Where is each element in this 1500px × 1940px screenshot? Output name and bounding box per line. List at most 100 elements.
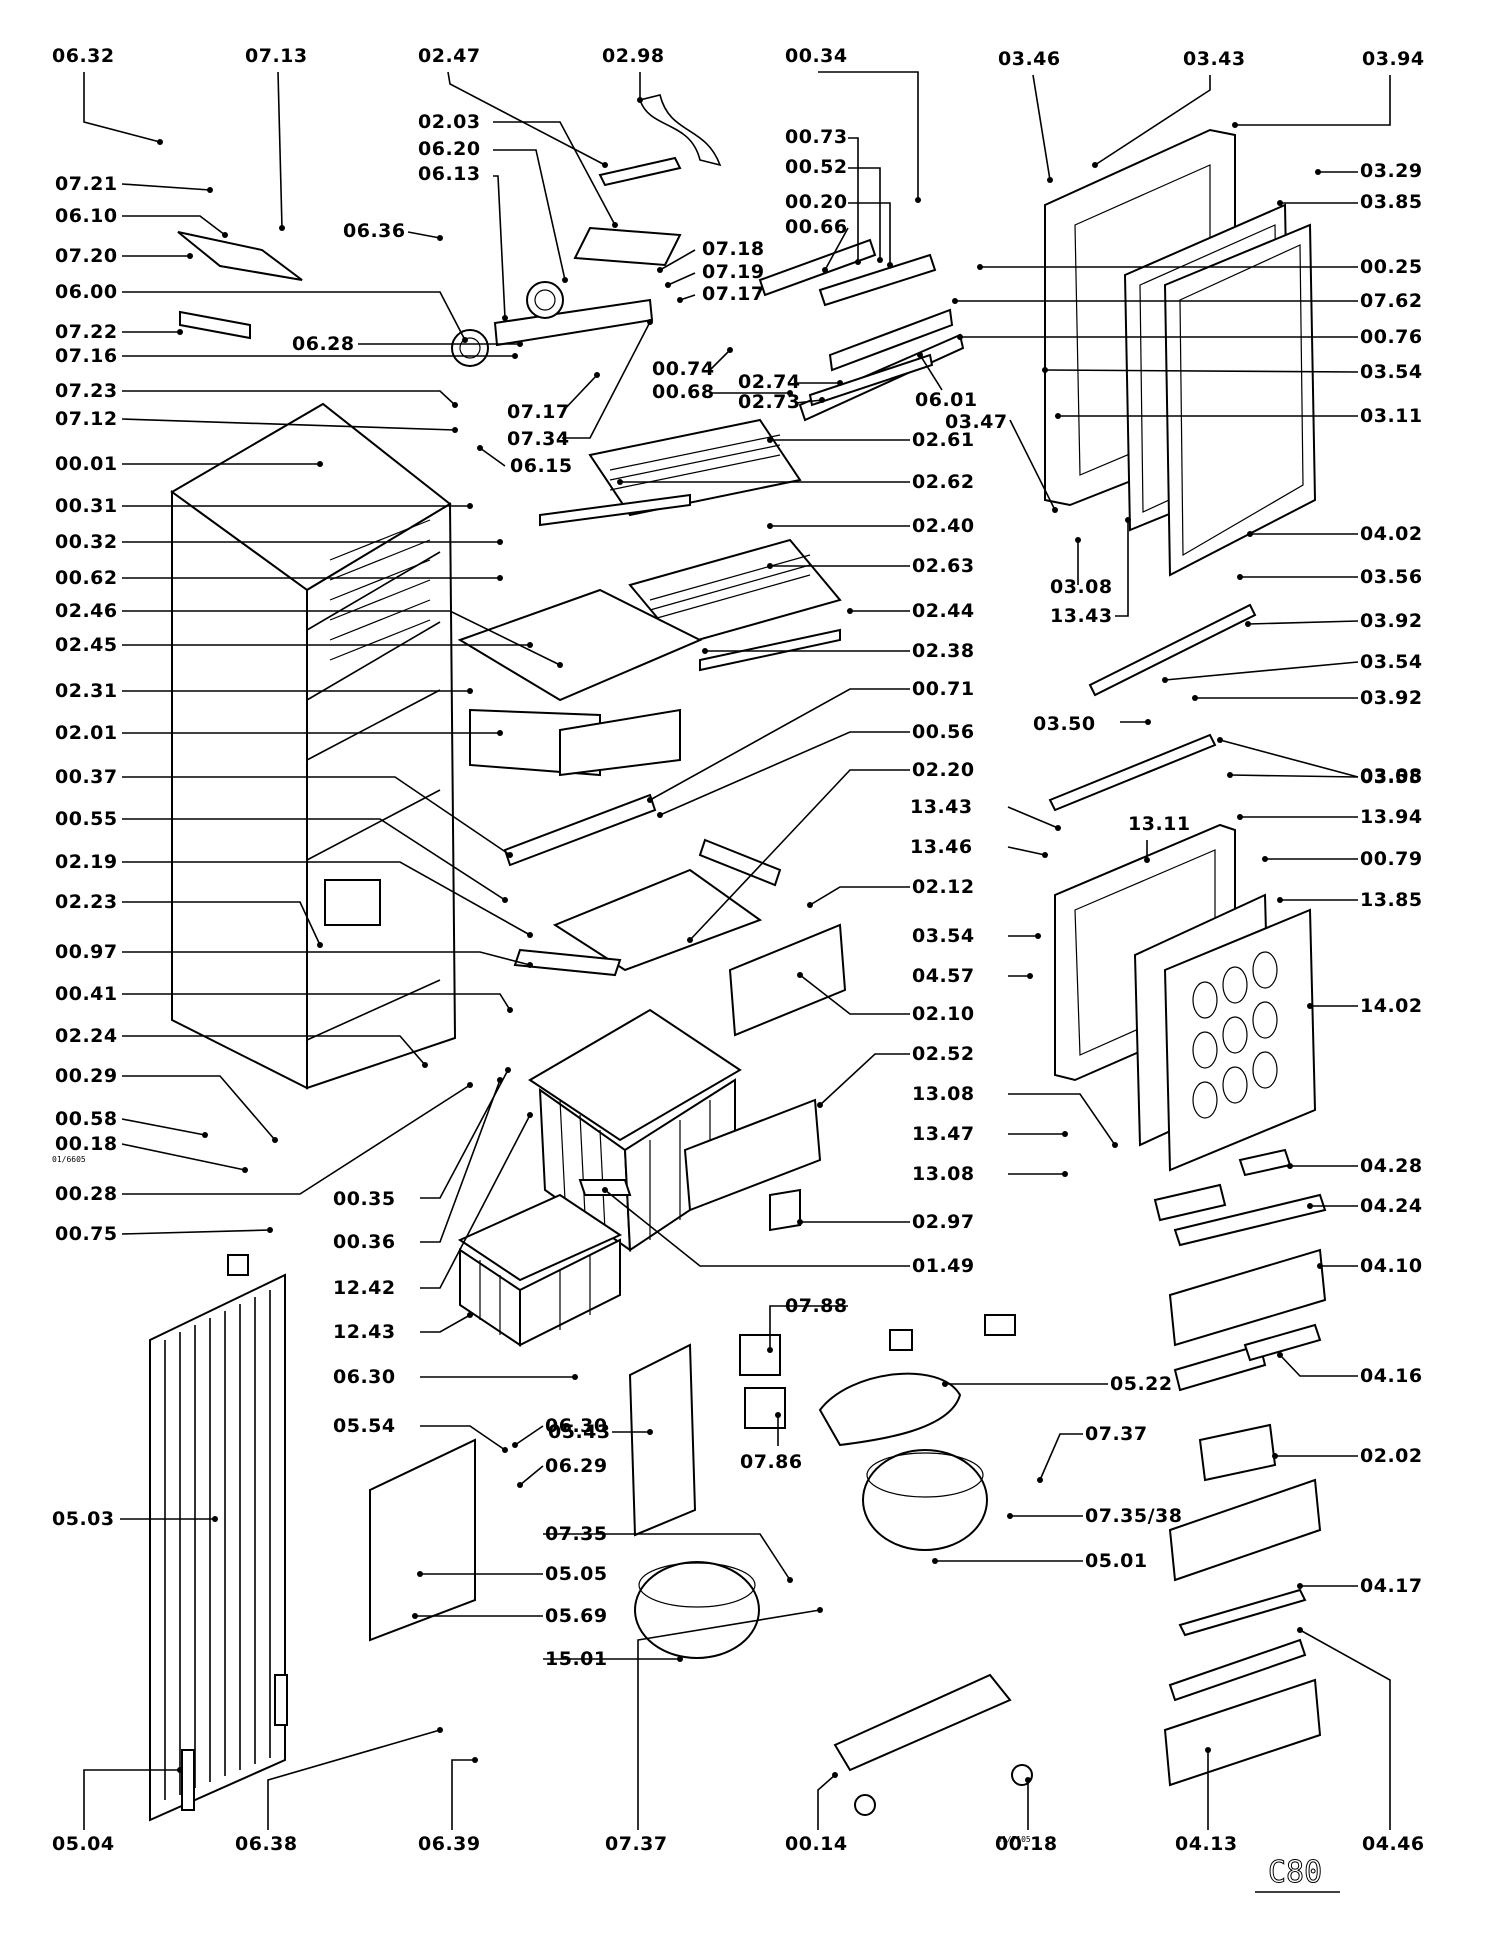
leader-dot (467, 503, 473, 509)
callout-label: 07.37 (605, 1833, 668, 1855)
leader-line (420, 1079, 501, 1243)
leader-dot (212, 1516, 218, 1522)
part-drawings (149, 94, 1327, 1822)
leader-dot (775, 1412, 781, 1418)
leader-dot (1237, 574, 1243, 580)
leader-dot (557, 662, 563, 668)
callout-label: 03.08 (1050, 576, 1113, 598)
leader-dot (1025, 1777, 1031, 1783)
callout-label: 05.03 (52, 1508, 115, 1530)
compressors (369, 1314, 1033, 1816)
leader-dot (157, 139, 163, 145)
callout-label: 02.02 (1360, 1445, 1423, 1467)
callout-label: 00.35 (333, 1188, 396, 1210)
leader-dot (594, 372, 600, 378)
leader-dot (1062, 1131, 1068, 1137)
leader-line (795, 399, 823, 404)
leader-line (121, 183, 211, 191)
callout-label: 15.01 (545, 1648, 608, 1670)
callout-label: 13.08 (912, 1163, 975, 1185)
leader-dot (612, 222, 618, 228)
leader-dot (572, 1374, 578, 1380)
leader-dot (952, 298, 958, 304)
callout-label: 03.11 (1360, 405, 1423, 427)
leader-dot (687, 937, 693, 943)
leader-dot (1272, 1453, 1278, 1459)
leader-dot (647, 797, 653, 803)
callout-label: 02.23 (55, 891, 118, 913)
callout-label: 03.46 (998, 48, 1061, 70)
leader-dot (637, 97, 643, 103)
callout-label: 07.17 (702, 283, 765, 305)
leader-dot (1307, 1203, 1313, 1209)
callout-label: 00.20 (785, 191, 848, 213)
leader-dot (1317, 1263, 1323, 1269)
callout-label: 04.10 (1360, 1255, 1423, 1277)
leader-line (122, 951, 531, 966)
leader-line (848, 137, 859, 262)
leader-dot (1145, 719, 1151, 725)
leader-dot (797, 972, 803, 978)
callout-label: 02.46 (55, 600, 118, 622)
leader-dot (1092, 162, 1098, 168)
callout-label: 04.13 (1175, 1833, 1238, 1855)
leader-dot (817, 1607, 823, 1613)
leader-dot (1297, 1583, 1303, 1589)
callout-label: 02.47 (418, 45, 481, 67)
leader-line (848, 167, 881, 260)
leader-line (122, 901, 321, 946)
callout-label: 13.11 (1128, 813, 1191, 835)
leader-dot (957, 334, 963, 340)
leader-dot (915, 197, 921, 203)
leader-line (799, 974, 910, 1015)
callout-label: 05.04 (52, 1833, 115, 1855)
leader-line (420, 1314, 471, 1333)
callout-label: 02.12 (912, 876, 975, 898)
leader-dot (467, 688, 473, 694)
leader-dot (1035, 933, 1041, 939)
callout-label: 00.66 (785, 216, 848, 238)
callout-label: 05.69 (545, 1605, 608, 1627)
leader-line (493, 175, 506, 319)
leader-dot (1192, 695, 1198, 701)
leader-dot (527, 1112, 533, 1118)
lower-door (1054, 823, 1317, 1172)
leader-line (1007, 846, 1046, 856)
callout-label: 00.41 (55, 983, 118, 1005)
leader-dot (847, 608, 853, 614)
callout-label: 03.54 (1360, 651, 1423, 673)
leader-dot (562, 277, 568, 283)
leader-dot (507, 852, 513, 858)
leader-dot (507, 1007, 513, 1013)
leader-line (562, 321, 651, 439)
leader-line (451, 1759, 475, 1830)
leader-dot (497, 1077, 503, 1083)
callout-label: 06.01 (915, 389, 978, 411)
leader-dot (1007, 1513, 1013, 1519)
callout-label: 00.58 (55, 1108, 118, 1130)
callout-label: 03.56 (1360, 566, 1423, 588)
leader-dot (942, 1381, 948, 1387)
leader-dot (1042, 852, 1048, 858)
callout-label: 06.10 (55, 205, 118, 227)
leader-dot (767, 1347, 773, 1353)
leader-dot (1112, 1142, 1118, 1148)
callout-label: 00.18 (995, 1833, 1058, 1855)
leader-line (83, 1769, 180, 1830)
callout-label: 03.85 (1360, 191, 1423, 213)
leader-dot (807, 902, 813, 908)
leader-dot (647, 319, 653, 325)
leader-line (122, 861, 531, 936)
leader-dot (1245, 621, 1251, 627)
callout-label: 03.47 (945, 411, 1008, 433)
leader-line (637, 1609, 821, 1830)
leader-line (659, 249, 696, 271)
leader-line (493, 121, 616, 226)
callout-label: 02.63 (912, 555, 975, 577)
callout-label: 07.19 (702, 261, 765, 283)
leader-dot (1075, 537, 1081, 543)
leader-line (649, 688, 910, 801)
leader-dot (1042, 367, 1048, 373)
leader-dot (497, 575, 503, 581)
